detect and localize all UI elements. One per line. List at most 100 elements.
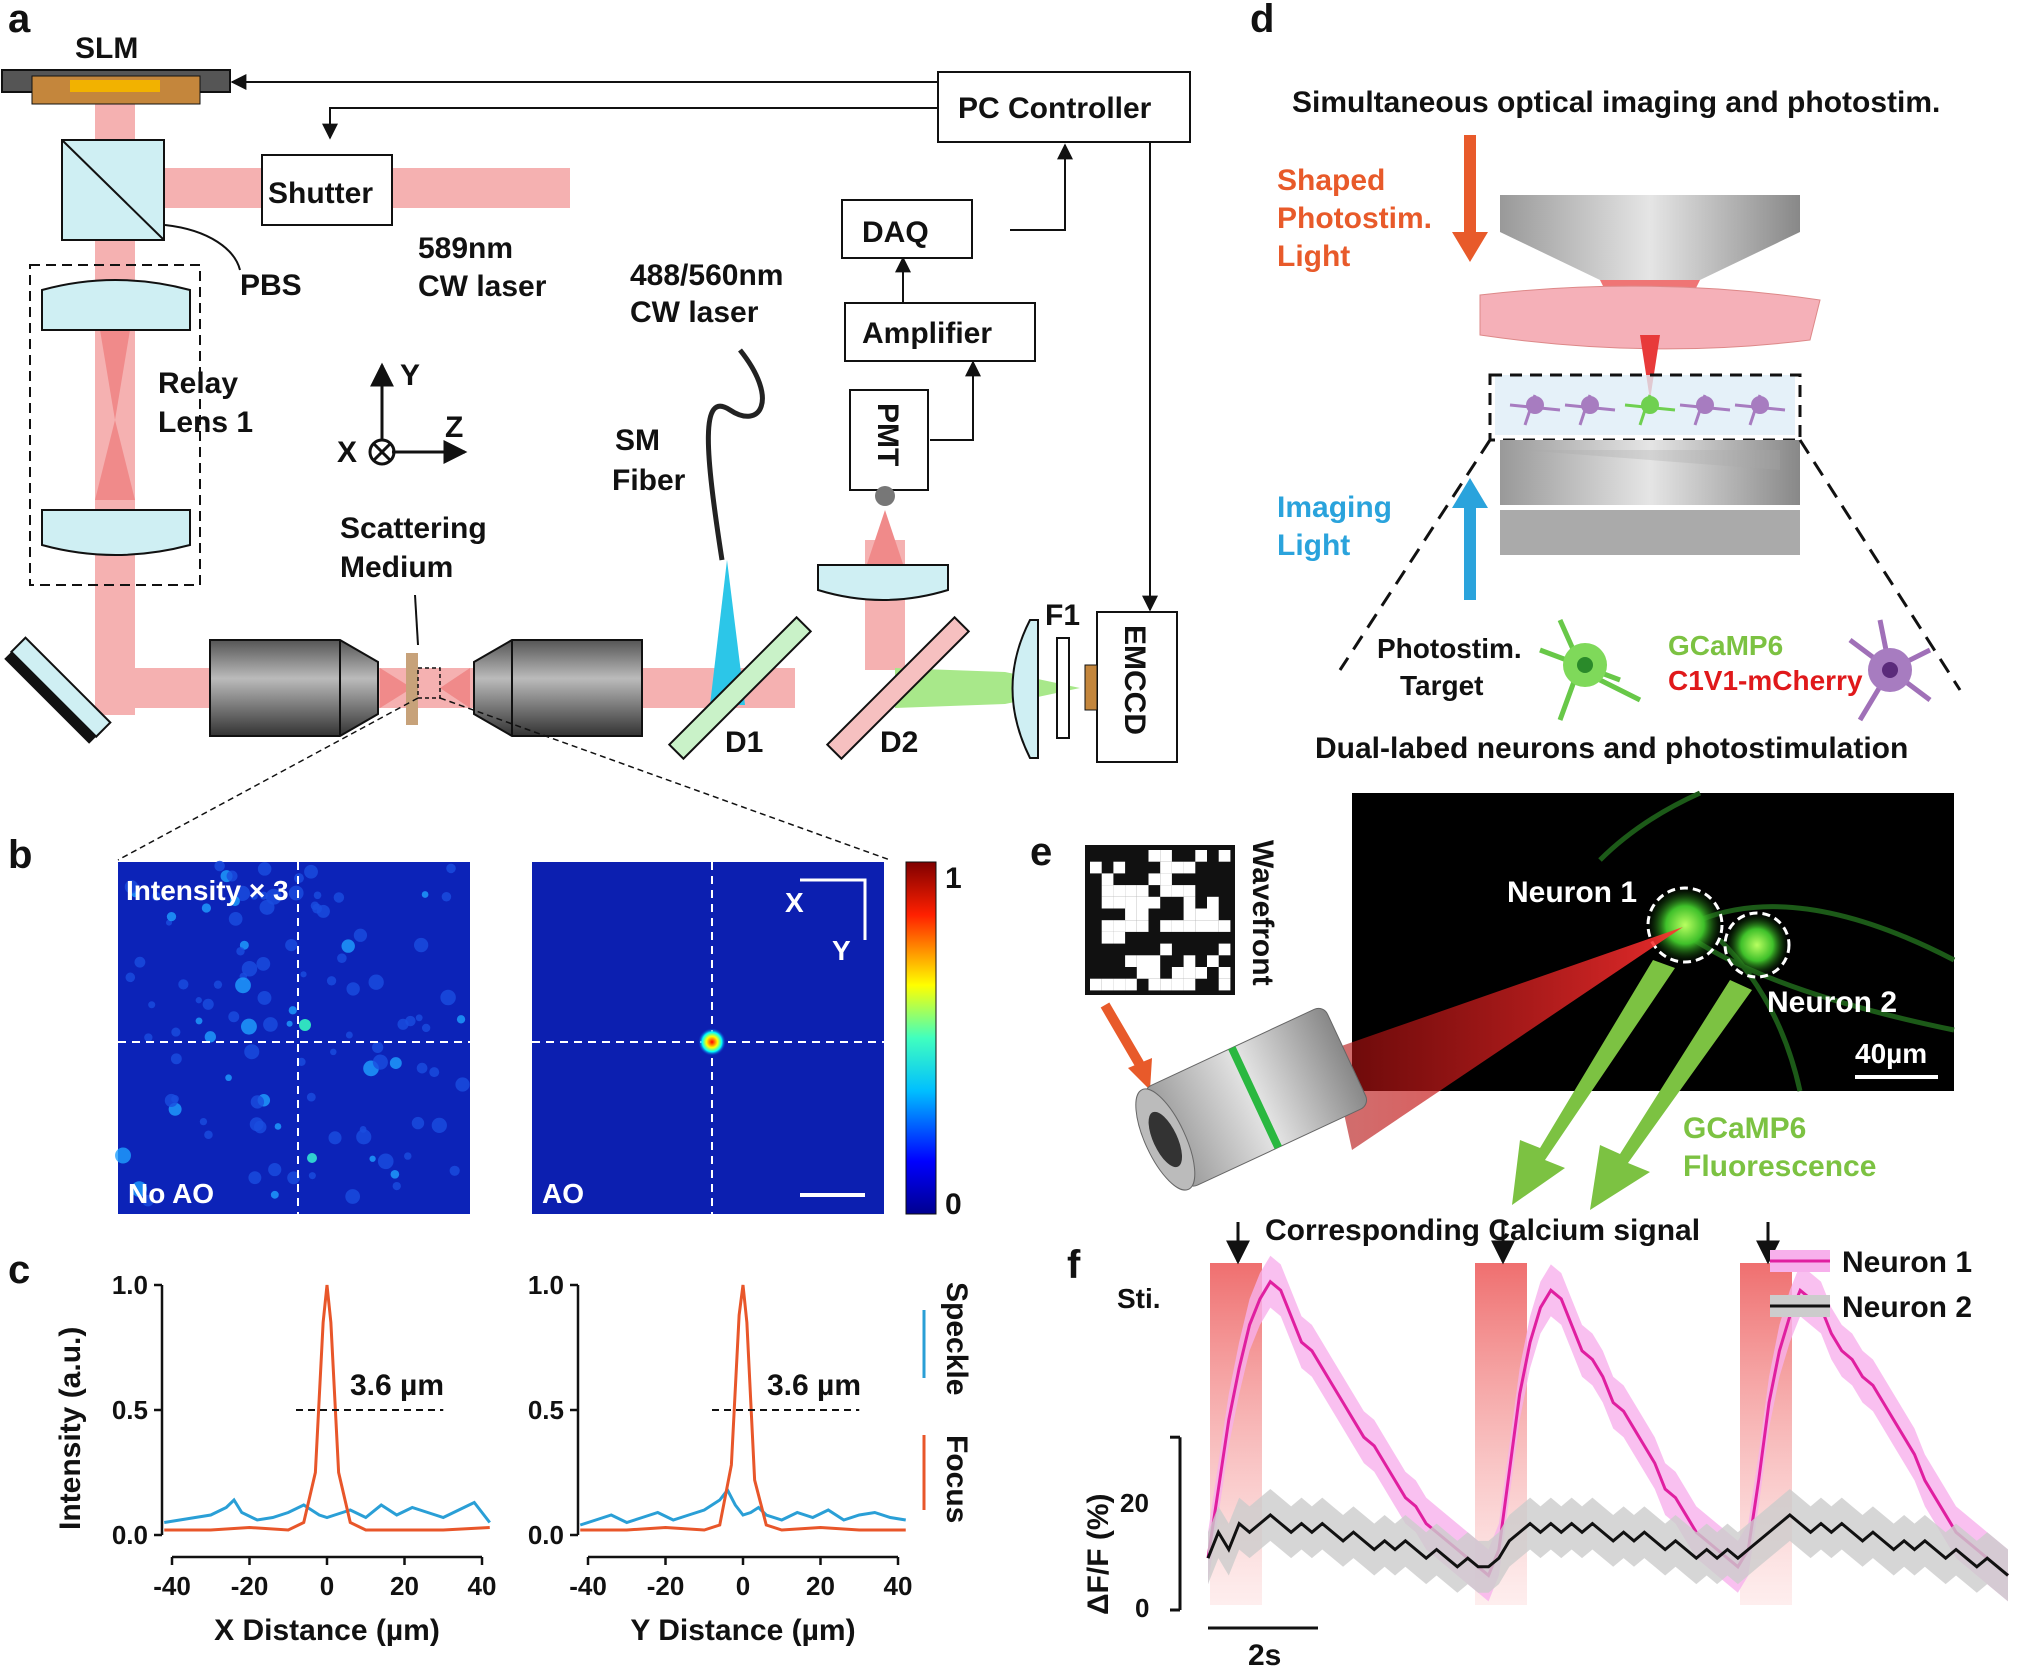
- gcamp-label: GCaMP6: [1668, 630, 1783, 661]
- y-tick-label: 1.0: [528, 1270, 564, 1300]
- objective-left: [209, 639, 379, 737]
- panel-label-a: a: [8, 0, 31, 41]
- cell-row: [1509, 394, 1786, 426]
- e-scalebar: 40µm: [1855, 1038, 1927, 1069]
- scatter-focus-left: [380, 668, 412, 708]
- amplifier-label: Amplifier: [862, 317, 992, 350]
- colorbar-min: 0: [945, 1188, 962, 1221]
- panel-label-f: f: [1067, 1243, 1081, 1287]
- scatter-line2: Medium: [340, 551, 453, 584]
- objective-icon: [1135, 1007, 1368, 1191]
- green-beam: [895, 668, 1080, 708]
- pbs-label: PBS: [240, 269, 302, 302]
- colorbar-max: 1: [945, 862, 962, 895]
- pmt-lens: [817, 564, 949, 601]
- laser589-line2: CW laser: [418, 270, 547, 303]
- x-tick-label: 20: [806, 1571, 835, 1601]
- imaging-line1: Imaging: [1277, 491, 1392, 524]
- scatter-focus-right: [440, 668, 470, 708]
- control-lines: [230, 74, 1158, 612]
- blue-cone: [710, 560, 745, 705]
- x-tick-label: -20: [647, 1571, 685, 1601]
- pmt-label: PMT: [871, 403, 904, 466]
- dichroic-d2: [825, 615, 971, 761]
- legend-focus: Focus: [940, 1435, 973, 1523]
- objective-right: [473, 639, 643, 737]
- y-tick-label: 1.0: [112, 1270, 148, 1300]
- purple-neuron-icon: [1848, 619, 1932, 722]
- relay-line1: Relay: [158, 367, 238, 400]
- relay-focus-beam: [95, 300, 135, 500]
- colorbar: [905, 861, 937, 1215]
- red-beam: [1330, 927, 1683, 1150]
- pmt-window: [875, 486, 895, 506]
- series-speckle: [164, 1497, 491, 1524]
- emccd-label: EMCCD: [1118, 625, 1151, 735]
- series-focus: [580, 1284, 906, 1532]
- legend-speckle: Speckle: [940, 1282, 973, 1395]
- panel-label-b: b: [8, 833, 32, 877]
- filter-f1: [1056, 637, 1070, 739]
- neuron2-circle: [1723, 911, 1791, 979]
- neuron1-circle: [1646, 886, 1724, 964]
- focus-map: [532, 862, 884, 1214]
- fluor-arrow-2: [1590, 980, 1752, 1210]
- tissue-slab: [1479, 285, 1821, 350]
- f-ytick-0: 0: [1135, 1593, 1149, 1623]
- y-tick-label: 0.5: [112, 1395, 148, 1425]
- pc-controller-box: [937, 71, 1191, 143]
- shutter-label: Shutter: [268, 177, 373, 210]
- x-axis-label: X Distance (µm): [214, 1614, 440, 1647]
- sti-label: Sti.: [1117, 1283, 1161, 1314]
- emccd-box: [1096, 611, 1178, 763]
- sm-fiber-line1: SM: [615, 424, 660, 457]
- x-tick-label: -40: [153, 1571, 191, 1601]
- zoom-box: [417, 667, 441, 699]
- fold-mirror: [4, 636, 112, 744]
- shaped-line1: Shaped: [1277, 164, 1385, 197]
- relay-lens-box: [29, 264, 201, 586]
- d-caption: Dual-labed neurons and photostimulation: [1315, 732, 1908, 765]
- target-line2: Target: [1400, 670, 1484, 701]
- d-title: Simultaneous optical imaging and photost…: [1292, 86, 1940, 119]
- c1v1-label: C1V1-mCherry: [1668, 665, 1863, 696]
- amplifier-box: [844, 302, 1036, 362]
- shutter-box: [261, 154, 393, 226]
- d1-label: D1: [725, 726, 763, 759]
- x-tick-label: -40: [569, 1571, 607, 1601]
- relay-line2: Lens 1: [158, 406, 253, 439]
- daq-label: DAQ: [862, 216, 929, 249]
- dichroic-d1: [667, 615, 813, 761]
- fwhm-right: 3.6 µm: [767, 1369, 861, 1402]
- beam-paths: [95, 95, 905, 715]
- relay-lens-bottom: [41, 509, 191, 556]
- x-tick-label: 0: [736, 1571, 750, 1601]
- imaging-line2: Light: [1277, 529, 1350, 562]
- y-tick-label: 0.0: [528, 1520, 564, 1550]
- x-tick-label: 20: [390, 1571, 419, 1601]
- slm-label: SLM: [75, 32, 138, 65]
- scatter-line1: Scattering: [340, 512, 487, 545]
- panel-label-e: e: [1030, 830, 1052, 874]
- sm-fiber: [705, 348, 765, 561]
- sm-fiber-line2: Fiber: [612, 464, 686, 497]
- trace-neuron-2: [1206, 1513, 2009, 1577]
- laser589-line1: 589nm: [418, 232, 513, 265]
- trace-neuron-1: [1206, 1279, 2009, 1578]
- fluor-arrow-1: [1512, 960, 1675, 1205]
- e-caption: Corresponding Calcium signal: [1265, 1214, 1700, 1247]
- ao-label: AO: [542, 1178, 584, 1209]
- axes-icon: [368, 362, 468, 466]
- target-line1: Photostim.: [1377, 633, 1522, 664]
- speckle-map: [115, 860, 470, 1214]
- axis-x-label: X: [337, 436, 357, 469]
- laser488-line2: CW laser: [630, 296, 759, 329]
- x-tick-label: 0: [320, 1571, 334, 1601]
- panel-label-c: c: [8, 1248, 30, 1292]
- shaped-line2: Photostim.: [1277, 202, 1432, 235]
- wavefront-pattern: [1085, 845, 1235, 995]
- pc-controller-label: PC Controller: [958, 92, 1152, 125]
